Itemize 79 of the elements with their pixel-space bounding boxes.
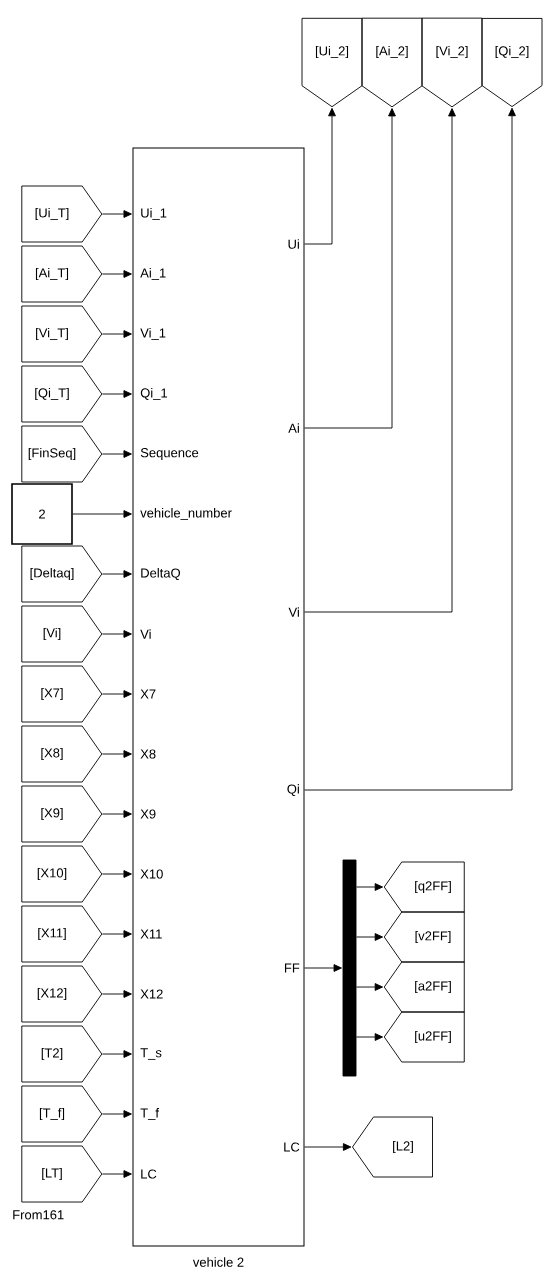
port-label: LC: [141, 1169, 157, 1179]
port-label: Qi_1: [140, 388, 168, 400]
port-label: X9: [140, 809, 156, 819]
port-label: Ai_1: [140, 268, 166, 280]
arrow: [101, 870, 132, 878]
port-label: X12: [140, 989, 163, 999]
arrow: [304, 108, 396, 429]
port-label: X10: [140, 869, 163, 879]
goto-block: [Ui_2]: [301, 17, 363, 108]
from-block: [X10]: [21, 845, 103, 903]
arrow: [101, 930, 132, 938]
port-label: DeltaQ: [141, 568, 181, 580]
goto-block: [q2FF]: [383, 861, 465, 913]
from-block: [T2]: [21, 1025, 103, 1083]
arrow: [356, 983, 384, 991]
from-block: [T_f]: [21, 1085, 103, 1143]
arrow: [101, 210, 132, 218]
port-label: X7: [140, 689, 156, 699]
from-block: [Deltaq]: [21, 545, 103, 603]
port-label: vehicle_number: [140, 508, 232, 520]
goto-block: [Vi_2]: [421, 17, 483, 108]
arrow: [101, 1170, 132, 1178]
goto-block: [Qi_2]: [481, 18, 543, 108]
from-block: [Qi_T]: [21, 365, 103, 423]
from-block: [X7]: [21, 665, 103, 723]
from-block: [FinSeq]: [21, 425, 103, 483]
from-block: [X9]: [21, 785, 103, 843]
port-label: T_s: [140, 1048, 162, 1060]
arrow: [101, 1050, 132, 1058]
from-block: [LT]: [21, 1145, 103, 1203]
from-block: [Vi_T]: [21, 305, 103, 363]
arrow: [304, 1143, 352, 1151]
from-block: [Ui_T]: [21, 185, 103, 243]
port-label: Qi: [287, 784, 299, 796]
goto-block: [u2FF]: [383, 1011, 465, 1063]
arrow: [101, 570, 132, 578]
from-block: [X11]: [21, 905, 103, 963]
arrow: [304, 107, 516, 791]
arrow: [101, 690, 132, 698]
arrow: [72, 510, 132, 518]
from-block: [Ai_T]: [21, 245, 103, 303]
port-label: Ai: [288, 423, 299, 433]
port-label: X8: [140, 749, 156, 759]
goto-block: [v2FF]: [383, 911, 465, 963]
from-block: [X8]: [21, 725, 103, 783]
arrow: [101, 1110, 132, 1118]
goto-block: [Ai_2]: [361, 17, 423, 108]
port-label: Ui: [288, 239, 299, 249]
port-label: Ui_1: [141, 208, 167, 220]
port-label: LC: [284, 1142, 300, 1152]
arrow: [101, 450, 132, 458]
block-name: From161: [13, 1210, 64, 1220]
port-label: Vi_1: [140, 328, 166, 340]
port-label: Vi: [288, 607, 299, 617]
arrow: [101, 330, 132, 338]
arrow: [101, 270, 132, 278]
port-label: Sequence: [140, 448, 199, 460]
goto-block: [a2FF]: [383, 961, 465, 1013]
arrow: [101, 390, 132, 398]
port-label: T_f: [140, 1108, 159, 1120]
arrow: [356, 1033, 384, 1041]
arrow: [356, 883, 384, 891]
from-block: [X12]: [21, 965, 103, 1023]
port-label: Vi: [140, 629, 151, 639]
arrow: [304, 964, 342, 972]
constant-block: 2: [11, 483, 73, 545]
arrow: [304, 107, 336, 245]
from-block: [Vi]: [21, 605, 103, 663]
arrow: [101, 630, 132, 638]
goto-block: [L2]: [352, 1116, 433, 1178]
port-label: X11: [140, 929, 162, 939]
arrow: [356, 933, 384, 941]
arrow: [304, 108, 456, 613]
port-label: FF: [285, 963, 300, 973]
arrow: [101, 810, 132, 818]
subsystem-block: [132, 147, 305, 1247]
block-name: vehicle 2: [192, 1257, 244, 1267]
arrow: [101, 750, 132, 758]
arrow: [101, 990, 132, 998]
